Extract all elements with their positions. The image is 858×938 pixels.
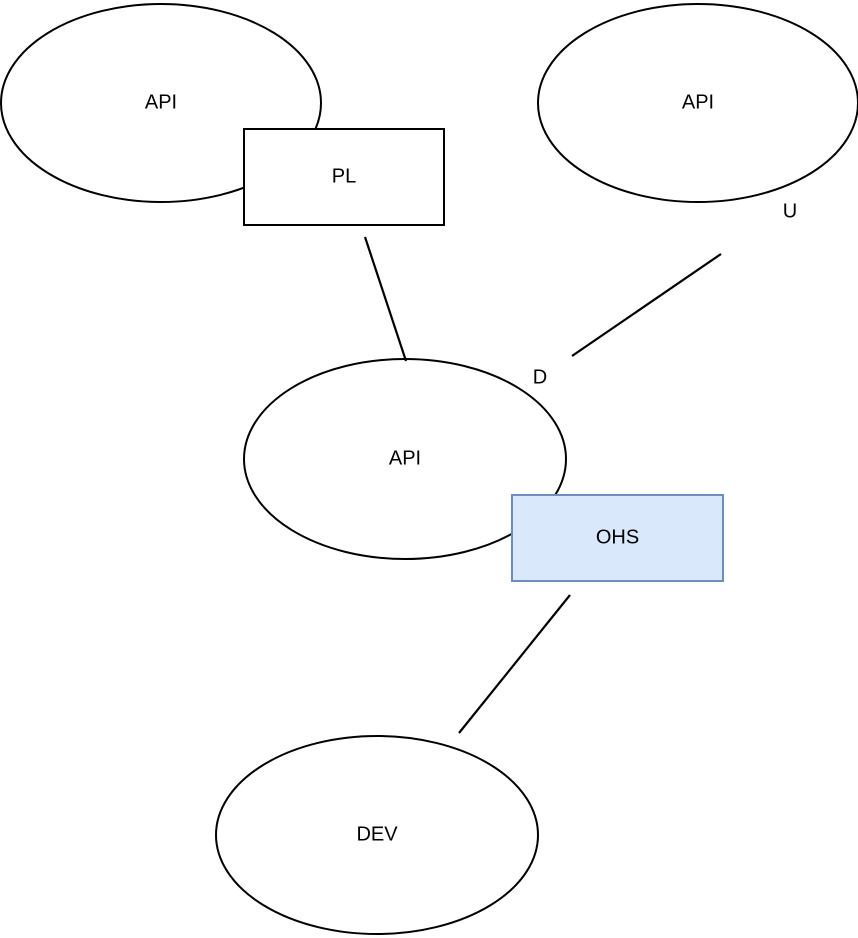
rect-shape[interactable]	[243, 128, 445, 226]
node-label-api-top-right: API	[682, 91, 714, 113]
edge-api-center-to-api-top-right[interactable]	[571, 253, 722, 357]
node-api-top-right[interactable]: API	[537, 3, 858, 203]
node-dev[interactable]: DEV	[215, 735, 539, 935]
node-label-ohs: OHS	[596, 526, 639, 548]
edge-ohs-to-dev[interactable]	[458, 594, 571, 734]
rect-shape[interactable]	[511, 494, 724, 582]
node-ohs[interactable]: OHS	[511, 494, 724, 582]
node-label-api-center: API	[389, 447, 421, 469]
node-label-api-top-left: API	[145, 91, 177, 113]
edge-label-d: D	[533, 366, 547, 388]
ellipse-shape[interactable]	[537, 3, 858, 203]
node-label-pl: PL	[332, 165, 356, 187]
ellipse-shape[interactable]	[215, 735, 539, 935]
node-pl[interactable]: PL	[243, 128, 445, 226]
edge-pl-to-api-center[interactable]	[363, 236, 408, 362]
node-api-top-left[interactable]: API	[0, 3, 322, 203]
node-label-dev: DEV	[356, 823, 398, 845]
ellipse-shape[interactable]	[0, 3, 322, 203]
edge-label-u: U	[783, 200, 797, 222]
